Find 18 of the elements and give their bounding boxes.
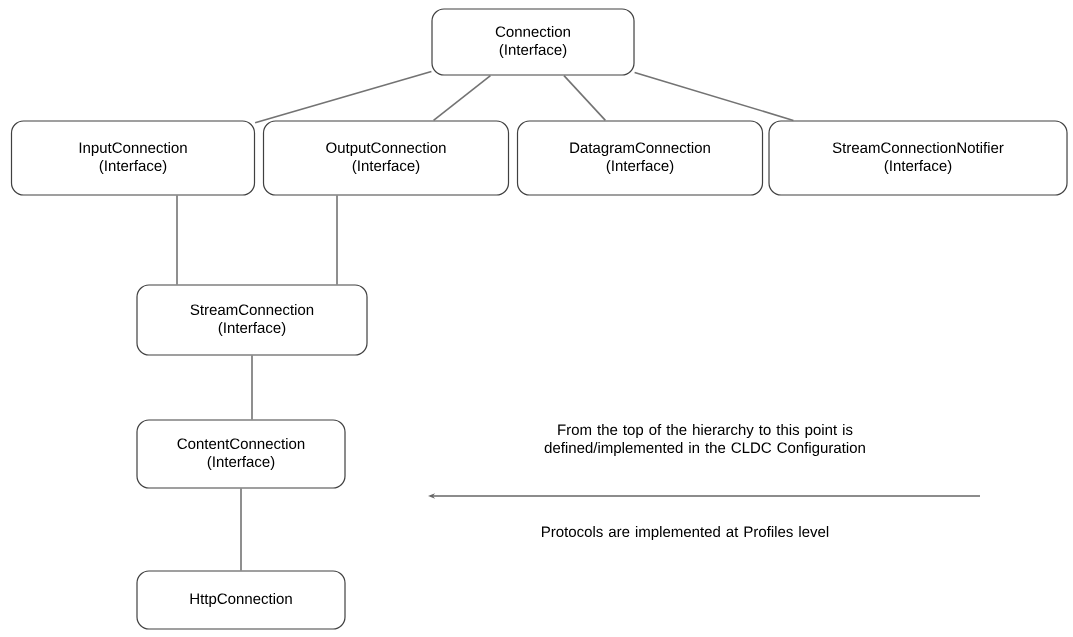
note-text: Protocols are implemented at Profiles level (542, 526, 829, 540)
interface-box: ContentConnection (Interface) (136, 419, 346, 489)
connector-line (254, 70, 433, 124)
connector-line (432, 74, 492, 122)
connector-line (251, 354, 253, 421)
interface-box: OutputConnection (Interface) (262, 120, 510, 196)
note-text: From the top of the hierarchy to this point is defined/implemented in the CLDC Configuration (544, 424, 865, 456)
interface-box: Connection (Interface) (431, 8, 635, 76)
connector-line (336, 194, 338, 286)
interface-box: StreamConnectionNotifier (Interface) (768, 120, 1068, 196)
interface-box: DatagramConnection (Interface) (516, 120, 764, 196)
connector-line (240, 487, 242, 572)
interface-box: HttpConnection (136, 570, 346, 630)
interface-box: InputConnection (Interface) (10, 120, 256, 196)
connector-line (633, 71, 795, 122)
connector-line (563, 74, 607, 122)
connector-line (176, 194, 178, 286)
interface-box: StreamConnection (Interface) (136, 284, 368, 356)
